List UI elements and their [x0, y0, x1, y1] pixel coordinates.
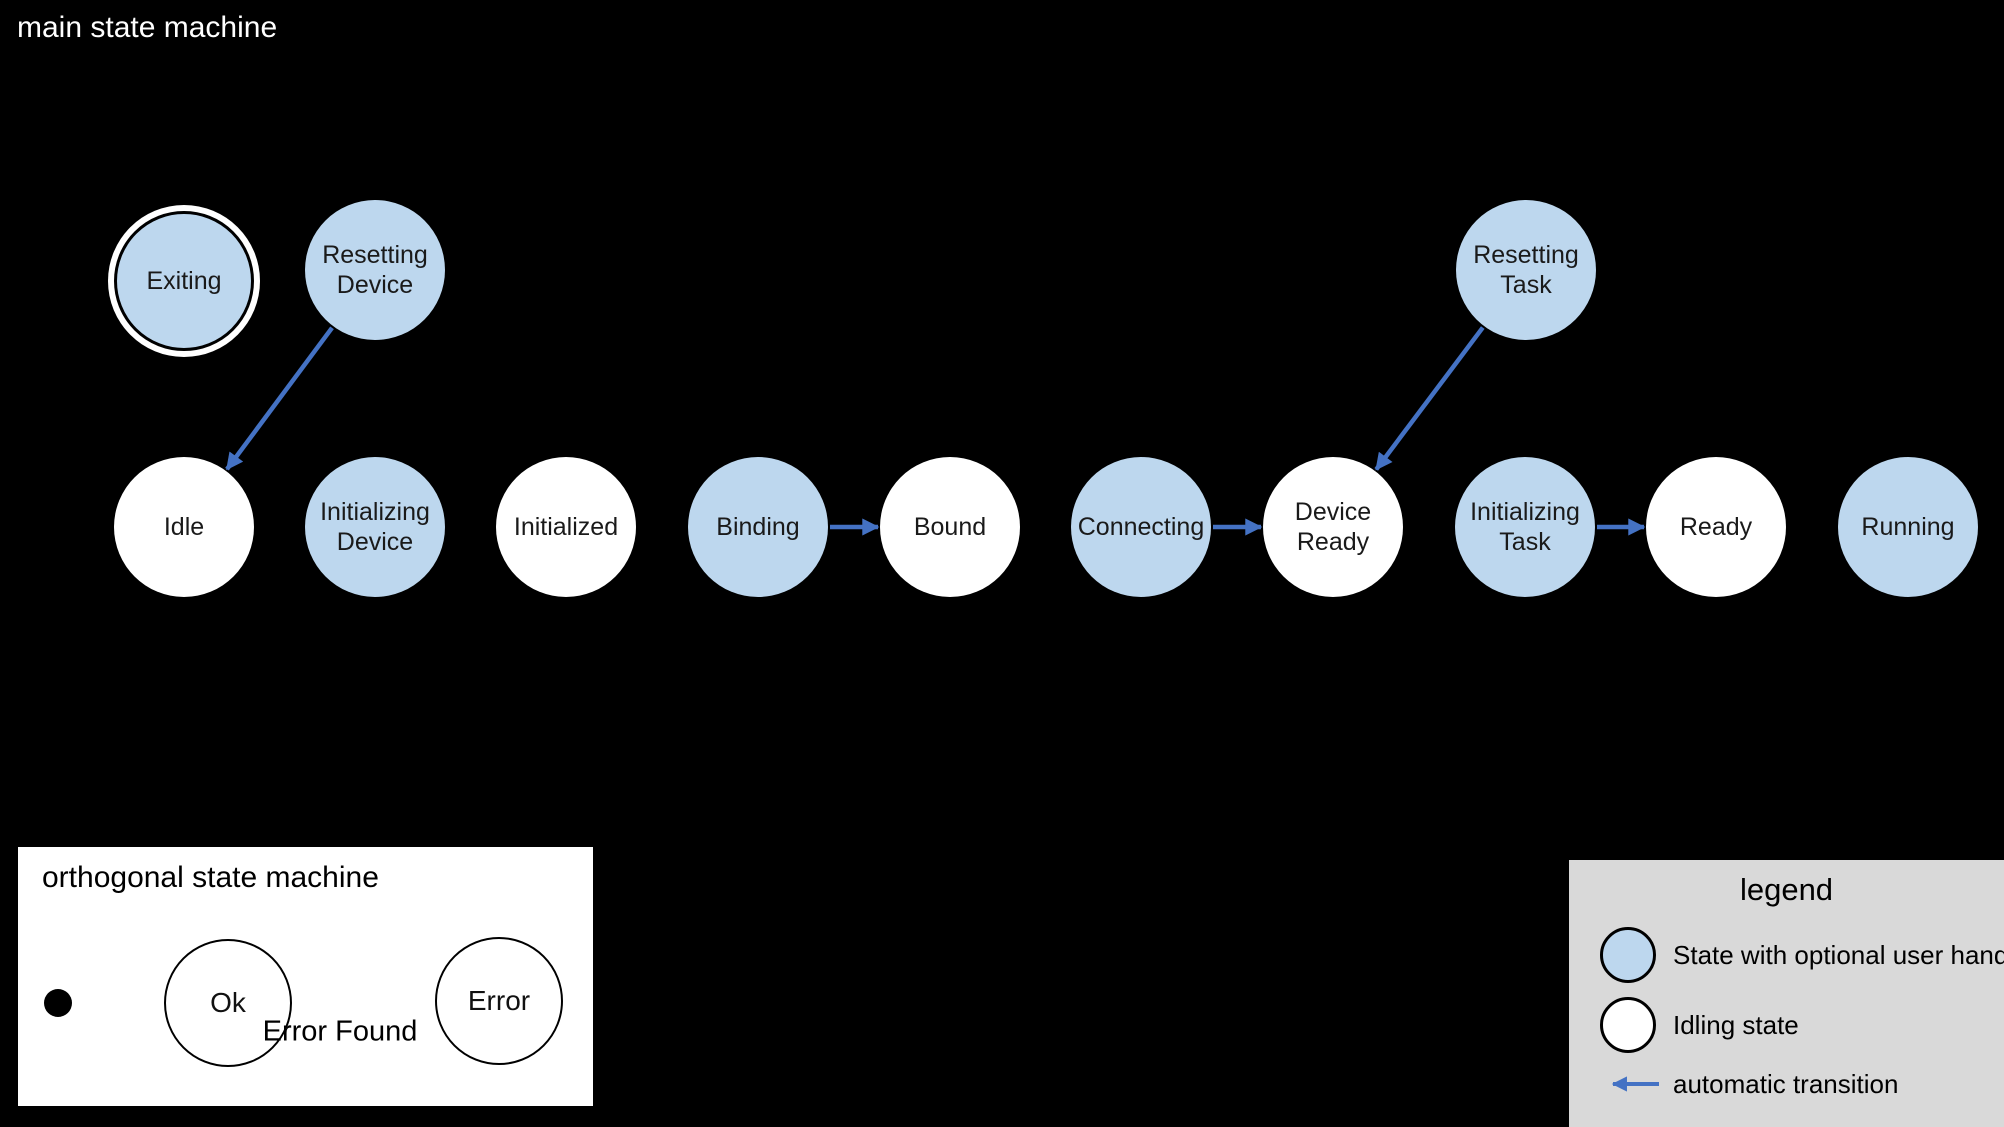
automatic-transition-arrow-icon	[1611, 1076, 1659, 1092]
legend-item-label: State with optional user handler	[1673, 939, 2004, 970]
legend-item-handler-state: State with optional user handler	[1569, 927, 2004, 983]
state-label: Device Ready	[1294, 498, 1372, 556]
legend-item-label: Idling state	[1673, 1009, 1799, 1040]
state-label: Running	[1861, 513, 1955, 541]
state-label: Initialized	[513, 513, 619, 541]
state-device-ready: Device Ready	[1263, 457, 1403, 597]
state-label: Idle	[163, 513, 205, 541]
state-error: Error	[435, 937, 563, 1065]
state-label: Bound	[913, 513, 987, 541]
state-initialized: Initialized	[496, 457, 636, 597]
legend-item-idling-state: Idling state	[1569, 997, 2004, 1053]
legend-panel: legend State with optional user handler …	[1569, 860, 2004, 1127]
state-initializing-task: Initializing Task	[1455, 457, 1595, 597]
state-label: Binding	[716, 513, 800, 541]
transition-label-ok-to-error: Error Found	[262, 1015, 418, 1048]
state-label: Exiting	[146, 267, 222, 295]
orthogonal-state-machine-title: orthogonal state machine	[42, 861, 379, 894]
state-label: Connecting	[1077, 513, 1205, 541]
state-running: Running	[1838, 457, 1978, 597]
state-label: Resetting Device	[322, 241, 428, 299]
state-ready: Ready	[1646, 457, 1786, 597]
state-label: Initializing Task	[1470, 498, 1580, 556]
legend-title: legend	[1739, 872, 1834, 907]
initial-state-dot	[44, 989, 72, 1017]
state-binding: Binding	[688, 457, 828, 597]
state-resetting-device: Resetting Device	[305, 200, 445, 340]
transition-resetting-task-to-device-ready	[1374, 326, 1485, 471]
state-idle: Idle	[114, 457, 254, 597]
state-label: Ready	[1679, 513, 1753, 541]
state-connecting: Connecting	[1071, 457, 1211, 597]
state-initializing-device: Initializing Device	[305, 457, 445, 597]
state-label: Error	[467, 985, 531, 1016]
legend-item-label: automatic transition	[1673, 1068, 1899, 1099]
main-state-machine-title: main state machine	[17, 11, 278, 44]
legend-item-automatic-transition: automatic transition	[1569, 1056, 2004, 1112]
handler-state-swatch-icon	[1600, 927, 1656, 983]
state-ok: Ok	[164, 939, 292, 1067]
state-label: Resetting Task	[1473, 241, 1579, 299]
transition-resetting-device-to-idle	[225, 326, 334, 471]
state-bound: Bound	[880, 457, 1020, 597]
idle-state-swatch-icon	[1600, 997, 1656, 1053]
state-label: Ok	[210, 987, 246, 1018]
state-label: Initializing Device	[320, 498, 430, 556]
state-exiting: Exiting	[114, 211, 254, 351]
state-resetting-task: Resetting Task	[1456, 200, 1596, 340]
